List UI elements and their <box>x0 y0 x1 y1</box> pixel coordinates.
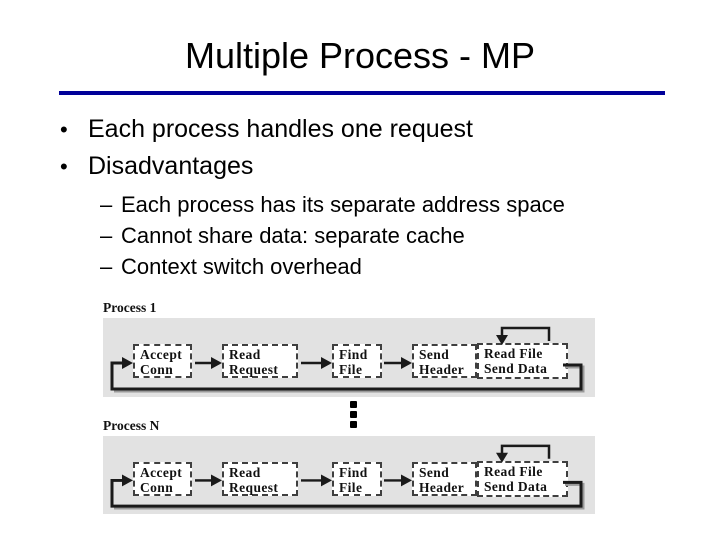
bullet-item: • Disadvantages <box>60 148 473 185</box>
stage-accept-conn: Accept Conn <box>133 462 192 496</box>
stage-read-file-send-data: Read File Send Data <box>477 343 568 379</box>
sub-bullet-item: – Each process has its separate address … <box>100 189 565 220</box>
stage-label: Read <box>229 465 261 480</box>
sub-bullet-text: Context switch overhead <box>121 254 362 279</box>
stage-label: Find <box>339 347 368 362</box>
sub-bullet-item: – Context switch overhead <box>100 251 565 282</box>
stage-label: Find <box>339 465 368 480</box>
bullet-marker: • <box>60 117 68 142</box>
stage-read-request: Read Request <box>222 462 298 496</box>
stage-label: Read <box>229 347 261 362</box>
dash-marker: – <box>100 254 113 279</box>
stage-label: File <box>339 362 363 377</box>
stage-label: Header <box>419 362 465 377</box>
dash-marker: – <box>100 192 113 217</box>
dash-marker: – <box>100 223 113 248</box>
stage-label: Send <box>419 465 450 480</box>
process-n-pipeline-panel: Accept Conn Read Request Find File Send … <box>103 436 595 514</box>
bullet-text: Disadvantages <box>88 152 254 180</box>
stage-label: Request <box>229 362 279 377</box>
stage-label: Conn <box>140 480 174 495</box>
process-1-pipeline-panel: Accept Conn Read Request Find File Send … <box>103 318 595 397</box>
bullet-marker: • <box>60 154 68 179</box>
stage-label: Header <box>419 480 465 495</box>
stage-label: Send <box>419 347 450 362</box>
bullet-item: • Each process handles one request <box>60 111 473 148</box>
slide-title: Multiple Process - MP <box>184 35 536 76</box>
stage-label: Send Data <box>484 361 548 376</box>
stage-label: Request <box>229 480 279 495</box>
stage-read-request: Read Request <box>222 344 298 378</box>
stage-label: Send Data <box>484 479 548 494</box>
stage-find-file: Find File <box>332 344 382 378</box>
stage-label: Read File <box>484 464 543 479</box>
sub-bullet-item: – Cannot share data: separate cache <box>100 220 565 251</box>
stage-send-header: Send Header <box>412 462 477 496</box>
title-divider <box>59 91 665 95</box>
stage-send-header: Send Header <box>412 344 477 378</box>
dot <box>350 401 357 408</box>
stage-label: Accept <box>140 465 183 480</box>
ellipsis-dots <box>350 401 357 431</box>
process-1-label: Process 1 <box>103 300 157 315</box>
stage-label: Read File <box>484 346 543 361</box>
process-n-label: Process N <box>103 418 160 433</box>
bullet-text: Each process handles one request <box>88 115 473 143</box>
stage-accept-conn: Accept Conn <box>133 344 192 378</box>
stage-find-file: Find File <box>332 462 382 496</box>
stage-label: File <box>339 480 363 495</box>
bullet-list: • Each process handles one request • Dis… <box>60 111 473 185</box>
pipeline-flow-arrows <box>110 444 585 510</box>
stage-label: Conn <box>140 362 174 377</box>
stage-read-file-send-data: Read File Send Data <box>477 461 568 497</box>
pipeline-flow-arrows <box>110 326 585 393</box>
stage-label: Accept <box>140 347 183 362</box>
sub-bullet-text: Cannot share data: separate cache <box>121 223 465 248</box>
dot <box>350 411 357 418</box>
dot <box>350 421 357 428</box>
sub-bullet-text: Each process has its separate address sp… <box>121 192 565 217</box>
sub-bullet-list: – Each process has its separate address … <box>100 189 565 282</box>
